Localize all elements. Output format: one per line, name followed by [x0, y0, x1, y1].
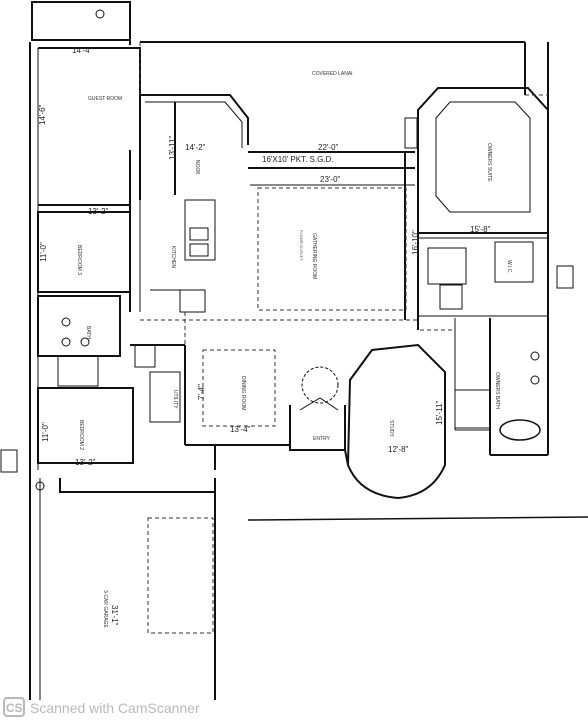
room-guest-label: GUEST ROOM — [88, 96, 122, 102]
floor-outlet-note: FLOOR OUTLET — [299, 230, 304, 261]
wic-wall — [494, 241, 534, 283]
pocket-slider-label: 16'X10' PKT. S.G.D. — [262, 155, 334, 164]
dim-dining-width: 13'-4" — [230, 425, 251, 434]
room-master-label: OWNERS SUITE — [486, 143, 492, 182]
dim-study-width: 12'-8" — [388, 445, 409, 454]
toilet-room — [454, 389, 491, 429]
washer — [134, 344, 156, 368]
closet — [427, 247, 467, 285]
shower — [439, 284, 463, 310]
utility-closet — [149, 371, 181, 423]
dim-bed2-depth: 11'-0" — [41, 422, 50, 442]
room-dining-label: DINING ROOM — [240, 376, 246, 410]
room-lanai-label: COVERED LANAI — [312, 71, 353, 77]
entry-label: ENTRY — [313, 436, 331, 442]
bath-wall — [37, 295, 121, 357]
room-nook-label: NOOK — [194, 160, 200, 175]
camscanner-watermark: CS Scanned with CamScanner — [3, 697, 200, 717]
side-marker-right — [556, 265, 574, 289]
room-master-bath-label: OWNERS BATH — [494, 372, 500, 409]
kitchen-island — [184, 199, 216, 261]
dim-nook-depth: 13'-11" — [168, 136, 177, 160]
master-suite-wall — [417, 87, 549, 234]
dim-guest-width: 14'-4" — [72, 46, 93, 55]
room-kitchen-label: KITCHEN — [170, 246, 176, 268]
lot-line — [247, 516, 588, 521]
bathtub — [499, 419, 541, 441]
kitchen-appliance — [179, 289, 206, 313]
side-marker-left — [0, 449, 18, 473]
toilet — [61, 337, 71, 347]
nook-wall — [145, 101, 243, 148]
camscanner-icon-text: CS — [6, 701, 23, 715]
watermark-text: Scanned with CamScanner — [30, 700, 200, 716]
cooktop — [189, 243, 209, 257]
entry-door — [299, 397, 339, 411]
room-bath-label: BATH — [85, 326, 91, 339]
dim-garage-depth: 31'-1" — [110, 605, 119, 626]
sink — [530, 375, 540, 385]
kitchen-sink — [189, 227, 209, 241]
dim-lanai-width: 22'-0" — [318, 143, 339, 152]
dim-util-depth: 7'-4" — [197, 384, 206, 400]
entry-dome — [301, 366, 339, 404]
room-gathering-label: GATHERING ROOM — [311, 233, 317, 279]
dim-study-depth: 15'-11" — [435, 401, 444, 425]
dim-lanai-width-2: 23'-0" — [320, 175, 341, 184]
pantry — [150, 289, 181, 312]
dining-ceiling — [202, 349, 276, 427]
nook-wall — [140, 94, 249, 145]
fireplace — [404, 117, 418, 149]
dim-bed3-width: 13'-2" — [88, 207, 109, 216]
sink — [80, 337, 90, 347]
dim-master-depth: 16'-10" — [411, 230, 420, 255]
room-utility-label: UTILITY — [172, 390, 178, 409]
dim-bed3-depth: 11'-0" — [39, 242, 48, 262]
gathering-ceiling — [257, 187, 407, 311]
dim-master-width: 15'-8" — [470, 225, 491, 234]
study-wall — [344, 449, 349, 466]
garage-wall — [59, 478, 216, 493]
room-wic-label: W.I.C. — [506, 260, 512, 274]
garage-door-area — [147, 517, 214, 634]
toilet — [95, 9, 105, 19]
dim-nook-width: 14'-2" — [185, 143, 206, 152]
camscanner-icon — [3, 697, 25, 717]
room-bed2-label: BEDROOM 2 — [78, 420, 84, 450]
room-study-label: STUDY — [388, 420, 394, 438]
bedroom3-wall — [37, 211, 131, 293]
guest-room-wall — [38, 47, 141, 200]
top-bath-wall — [31, 1, 131, 41]
toilet — [61, 317, 71, 327]
room-bed3-label: BEDROOM 3 — [76, 245, 82, 275]
study-wall — [346, 343, 446, 500]
sink — [530, 351, 540, 361]
bath-closet — [57, 355, 99, 387]
dim-guest-depth: 14'-6" — [38, 104, 47, 125]
owners-bath-wall — [417, 237, 549, 317]
dim-bed2-width: 13'-2" — [75, 458, 96, 467]
hose-bib-marker — [35, 481, 45, 491]
room-garage-label: 3-CAR GARAGE — [102, 590, 108, 628]
entry-wall — [289, 405, 346, 451]
master-tray-ceiling — [435, 101, 531, 213]
bedroom2-wall — [37, 387, 134, 464]
